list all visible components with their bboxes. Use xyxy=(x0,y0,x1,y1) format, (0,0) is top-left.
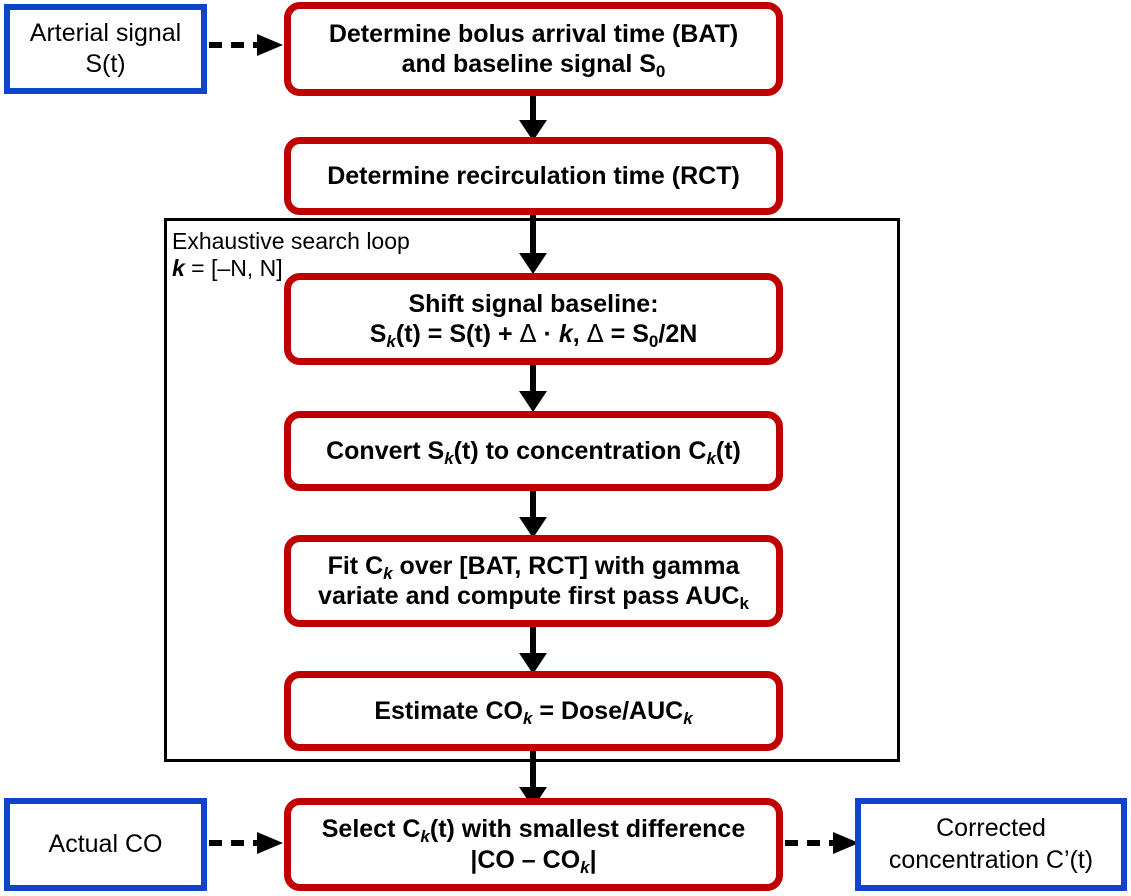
node-convert-concentration-text: Convert Sk(t) to concentration Ck(t) xyxy=(291,436,776,469)
node-select-ck[interactable]: Select Ck(t) with smallest difference |C… xyxy=(284,798,783,891)
corrected-concentration-line2: concentration C’(t) xyxy=(888,845,1094,874)
node-corrected-concentration-text: Corrected concentration C’(t) xyxy=(861,813,1121,876)
connector-shift-to-convert xyxy=(513,365,553,413)
connector-bat-to-rct xyxy=(513,96,553,142)
connector-select-to-corrected xyxy=(785,831,861,855)
node-arterial-signal[interactable]: Arterial signal S(t) xyxy=(4,4,207,94)
convert-pre: Convert S xyxy=(326,436,445,465)
estimate-auc-subscript: k xyxy=(683,709,693,729)
select-ck-line2: |CO – COk| xyxy=(470,845,597,877)
arterial-signal-line1: Arterial signal xyxy=(29,18,182,47)
arterial-signal-line2: S(t) xyxy=(85,50,126,78)
connector-actualco-to-select xyxy=(209,831,285,855)
estimate-co-subscript: k xyxy=(523,709,533,729)
estimate-co-mid: = Dose/AUC xyxy=(532,696,684,725)
node-select-ck-text: Select Ck(t) with smallest difference |C… xyxy=(291,814,776,877)
node-determine-bat-text: Determine bolus arrival time (BAT) and b… xyxy=(291,19,776,82)
k-variable: k xyxy=(558,320,573,348)
delta-symbol-2: Δ xyxy=(586,319,604,348)
convert-sk-subscript: k xyxy=(444,449,454,469)
select-cok-subscript: k xyxy=(580,857,590,877)
connector-convert-to-fit xyxy=(513,491,553,539)
fit-gamma-line2: variate and compute first pass AUCk xyxy=(318,582,749,614)
loop-label-line1: Exhaustive search loop xyxy=(172,228,410,254)
node-fit-gamma-text: Fit Ck over [BAT, RCT] with gamma variat… xyxy=(291,551,776,614)
convert-mid: (t) to concentration C xyxy=(453,436,707,465)
fit-gamma-line1: Fit Ck over [BAT, RCT] with gamma xyxy=(327,551,740,583)
node-fit-gamma[interactable]: Fit Ck over [BAT, RCT] with gamma variat… xyxy=(284,535,783,627)
connector-fit-to-estimate xyxy=(513,627,553,675)
baseline-subscript: 0 xyxy=(655,62,666,82)
node-estimate-co[interactable]: Estimate COk = Dose/AUCk xyxy=(284,671,783,751)
s0-subscript: 0 xyxy=(648,332,659,352)
node-actual-co-text: Actual CO xyxy=(10,829,201,860)
connector-estimate-to-select xyxy=(513,751,553,809)
node-estimate-co-text: Estimate COk = Dose/AUCk xyxy=(291,696,776,729)
convert-post: (t) xyxy=(715,436,741,465)
convert-ck-subscript: k xyxy=(706,449,716,469)
actual-co-line1: Actual CO xyxy=(48,829,163,858)
node-shift-baseline[interactable]: Shift signal baseline: Sk(t) = S(t) + Δ … xyxy=(284,273,783,365)
determine-bat-line1: Determine bolus arrival time (BAT) xyxy=(328,19,739,48)
loop-label: Exhaustive search loop k = [–N, N] xyxy=(172,228,410,282)
auc-k-subscript: k xyxy=(739,594,749,614)
loop-range: = [–N, N] xyxy=(184,255,283,282)
node-determine-bat[interactable]: Determine bolus arrival time (BAT) and b… xyxy=(284,2,783,96)
delta-symbol-1: Δ xyxy=(519,319,537,348)
sk-subscript: k xyxy=(386,332,396,352)
determine-bat-line2: and baseline signal S0 xyxy=(401,50,666,82)
node-corrected-concentration[interactable]: Corrected concentration C’(t) xyxy=(855,798,1127,891)
node-actual-co[interactable]: Actual CO xyxy=(4,798,207,891)
node-determine-rct-text: Determine recirculation time (RCT) xyxy=(291,161,776,192)
determine-rct-line1: Determine recirculation time (RCT) xyxy=(327,161,740,190)
shift-baseline-line1: Shift signal baseline: xyxy=(408,289,659,318)
loop-index-k: k xyxy=(172,255,185,282)
node-arterial-signal-text: Arterial signal S(t) xyxy=(10,18,201,81)
connector-arterial-to-bat xyxy=(209,33,285,57)
fit-ck-subscript: k xyxy=(383,563,393,583)
node-determine-rct[interactable]: Determine recirculation time (RCT) xyxy=(284,137,783,215)
estimate-co-pre: Estimate CO xyxy=(374,696,523,725)
shift-baseline-formula: Sk(t) = S(t) + Δ · k, Δ = S0/2N xyxy=(369,319,698,352)
select-ck-line1: Select Ck(t) with smallest difference xyxy=(321,815,746,847)
connector-rct-to-shift xyxy=(513,215,553,275)
node-convert-concentration[interactable]: Convert Sk(t) to concentration Ck(t) xyxy=(284,411,783,491)
node-shift-baseline-text: Shift signal baseline: Sk(t) = S(t) + Δ … xyxy=(291,289,776,352)
select-ck-subscript: k xyxy=(420,827,430,847)
corrected-concentration-line1: Corrected xyxy=(936,814,1046,843)
loop-label-line2: k = [–N, N] xyxy=(172,255,410,282)
